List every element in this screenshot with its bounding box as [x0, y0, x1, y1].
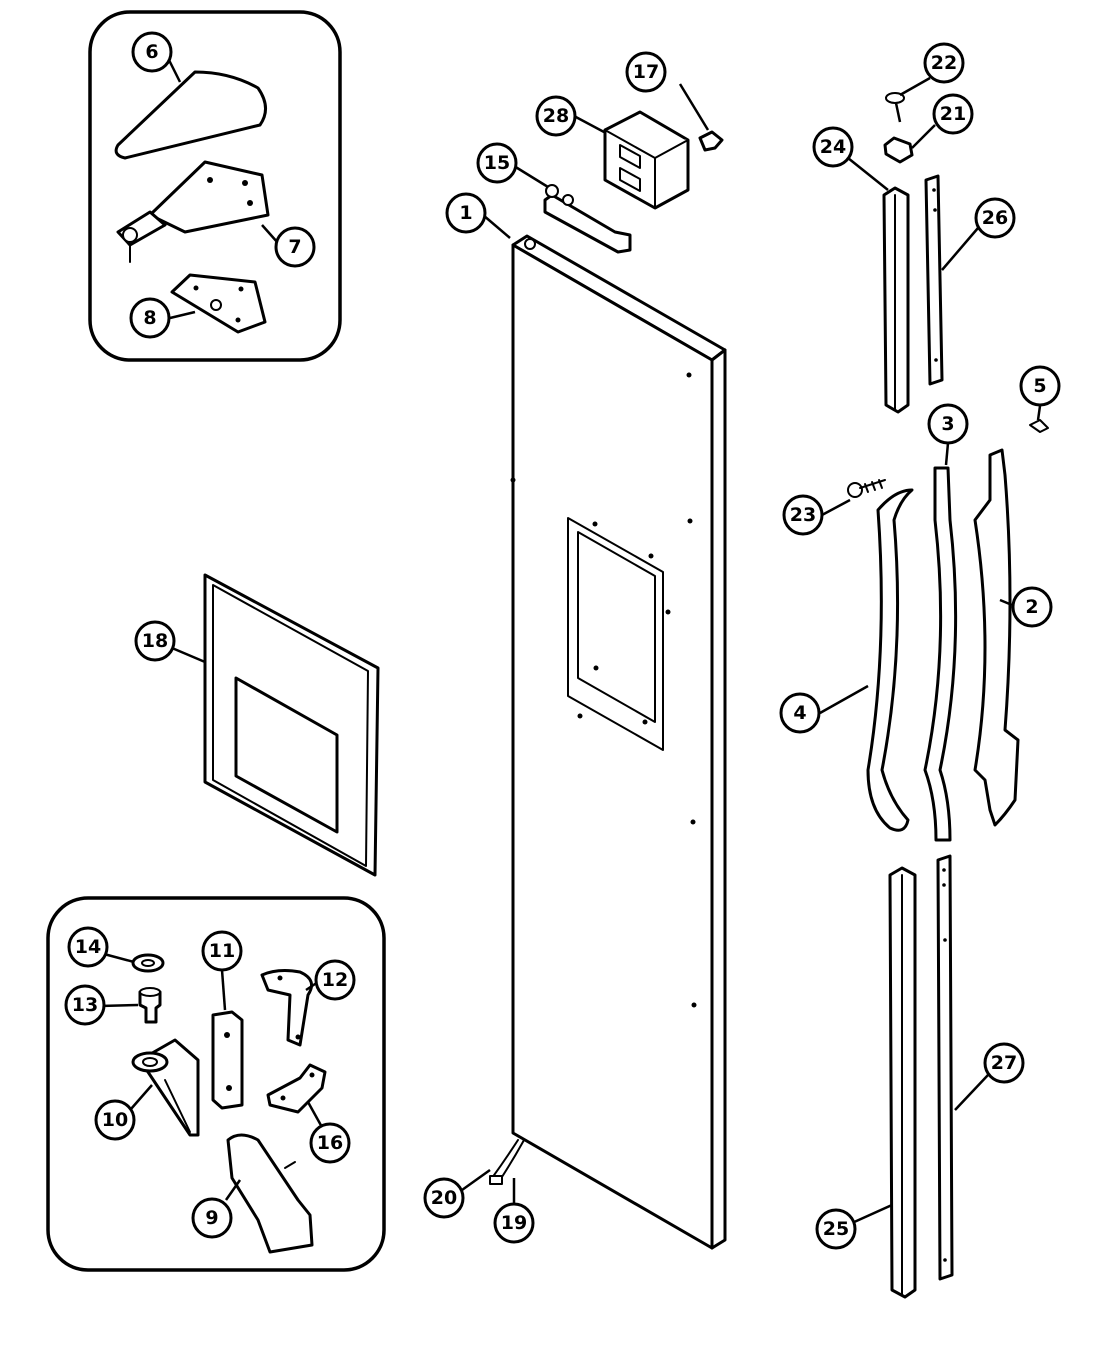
svg-text:12: 12 — [322, 969, 348, 991]
svg-text:6: 6 — [145, 41, 158, 63]
callout-11: 11 — [201, 930, 243, 972]
callout-10: 10 — [94, 1099, 136, 1141]
screw-23 — [847, 479, 886, 498]
clip-17 — [698, 130, 724, 152]
callout-23: 23 — [782, 494, 824, 536]
hinge-bottom-group-box — [46, 896, 386, 1272]
dispenser-frame-18 — [203, 573, 380, 877]
hinge-plate-8 — [170, 273, 267, 334]
svg-text:3: 3 — [941, 413, 954, 435]
svg-text:5: 5 — [1033, 375, 1046, 397]
callout-4: 4 — [779, 692, 821, 734]
callout-13: 13 — [64, 984, 106, 1026]
trim-26 — [924, 174, 944, 386]
callout-5: 5 — [1019, 365, 1061, 407]
svg-text:1: 1 — [459, 202, 472, 224]
hinge-bracket-10 — [131, 1038, 200, 1137]
svg-text:2: 2 — [1025, 596, 1038, 618]
callout-9: 9 — [191, 1197, 233, 1239]
callout-22: 22 — [923, 42, 965, 84]
callout-17: 17 — [625, 51, 667, 93]
door-panel — [510, 234, 727, 1250]
svg-text:22: 22 — [931, 52, 957, 74]
callout-27: 27 — [983, 1042, 1025, 1084]
svg-text:8: 8 — [143, 307, 156, 329]
svg-text:24: 24 — [820, 136, 846, 158]
svg-text:19: 19 — [501, 1212, 527, 1234]
svg-text:21: 21 — [940, 103, 966, 125]
callout-20: 20 — [423, 1177, 465, 1219]
callout-3: 3 — [927, 403, 969, 445]
hinge-cover-6 — [114, 70, 267, 160]
svg-text:9: 9 — [205, 1207, 218, 1229]
callout-19: 19 — [493, 1202, 535, 1244]
svg-text:14: 14 — [75, 936, 101, 958]
washer-14 — [131, 953, 165, 973]
callout-7: 7 — [274, 226, 316, 268]
hinge-cover-9 — [226, 1133, 314, 1254]
svg-text:13: 13 — [72, 994, 98, 1016]
screw-22 — [885, 92, 905, 123]
svg-text:25: 25 — [823, 1218, 849, 1240]
callout-21: 21 — [932, 93, 974, 135]
callout-16: 16 — [309, 1122, 351, 1164]
callout-8: 8 — [129, 297, 171, 339]
callout-12: 12 — [314, 959, 356, 1001]
svg-text:10: 10 — [102, 1109, 128, 1131]
callout-6: 6 — [131, 31, 173, 73]
bushing-13 — [138, 987, 162, 1024]
callout-1: 1 — [445, 192, 487, 234]
callout-26: 26 — [974, 197, 1016, 239]
bracket-16 — [266, 1063, 327, 1114]
hinge-top-group-box — [88, 10, 342, 362]
svg-text:28: 28 — [543, 105, 569, 127]
callout-14: 14 — [67, 926, 109, 968]
trim-25 — [888, 866, 917, 1299]
callout-15: 15 — [476, 142, 518, 184]
callout-2: 2 — [1011, 586, 1053, 628]
handle-base-2 — [973, 448, 1020, 827]
tubes-19-20 — [489, 1139, 525, 1185]
callout-28: 28 — [535, 95, 577, 137]
hinge-7 — [116, 160, 270, 263]
callout-18: 18 — [134, 620, 176, 662]
hinge-bracket-15 — [543, 184, 632, 254]
nut-21 — [883, 136, 914, 164]
svg-text:17: 17 — [633, 61, 659, 83]
leader-lines — [99, 51, 1042, 1225]
callout-24: 24 — [812, 126, 854, 168]
bracket-28 — [603, 110, 690, 210]
svg-text:23: 23 — [790, 504, 816, 526]
svg-text:18: 18 — [142, 630, 168, 652]
plate-11 — [211, 1010, 244, 1110]
handle-3 — [923, 466, 958, 842]
svg-text:20: 20 — [431, 1187, 457, 1209]
svg-text:27: 27 — [991, 1052, 1017, 1074]
svg-text:16: 16 — [317, 1132, 343, 1154]
callout-25: 25 — [815, 1208, 857, 1250]
svg-text:4: 4 — [793, 702, 806, 724]
svg-text:15: 15 — [484, 152, 510, 174]
bracket-12 — [260, 969, 314, 1047]
handle-trim-4 — [866, 488, 914, 832]
screw-5 — [1029, 419, 1049, 433]
trim-24 — [882, 186, 910, 414]
svg-text:11: 11 — [209, 940, 235, 962]
trim-27 — [936, 854, 954, 1281]
svg-text:7: 7 — [288, 236, 301, 258]
svg-text:26: 26 — [982, 207, 1008, 229]
